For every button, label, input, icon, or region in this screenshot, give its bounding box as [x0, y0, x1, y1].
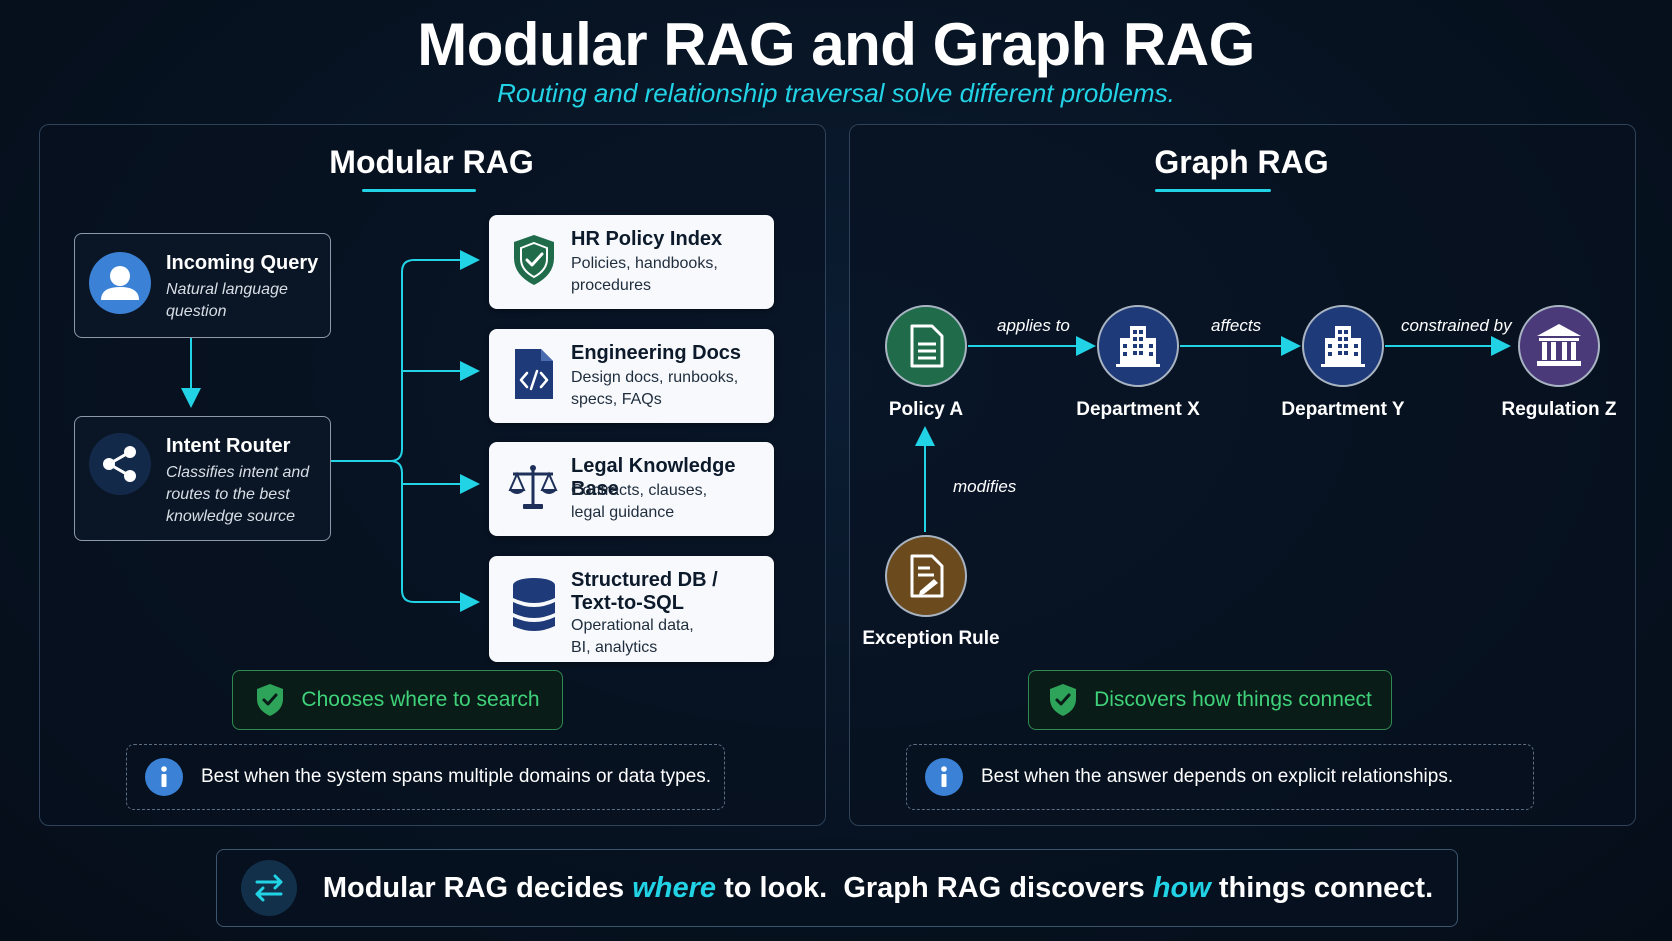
- source-title: HR Policy Index: [571, 228, 723, 250]
- router-desc: Classifies intent and routes to the best…: [166, 464, 310, 525]
- graph-info-text: Best when the answer depends on explicit…: [981, 766, 1454, 787]
- graph-node-regulation-z: [1518, 305, 1600, 387]
- page-title: Modular RAG and Graph RAG: [417, 11, 1255, 78]
- graph-node-policy-a: [885, 305, 967, 387]
- incoming-query-card: Incoming Query Natural language question: [74, 233, 331, 338]
- graph-node-department-x: [1097, 305, 1179, 387]
- database-icon: [513, 578, 555, 631]
- shield-check-icon: [257, 684, 284, 716]
- graph-rag-heading: Graph RAG: [1154, 144, 1329, 180]
- summary-emphasis-where: where: [632, 871, 717, 904]
- summary-part-1: Modular RAG decides: [322, 871, 625, 904]
- source-title: Legal Knowledge Base: [571, 455, 736, 500]
- document-icon: [910, 324, 944, 368]
- source-card-database: Structured DB / Text-to-SQL Operational …: [489, 556, 774, 662]
- source-desc: Operational data, BI, analytics: [571, 617, 694, 656]
- source-card-engineering: Engineering Docs Design docs, runbooks, …: [489, 329, 774, 423]
- info-icon: [145, 758, 183, 796]
- swap-arrows-icon: [240, 860, 297, 916]
- graph-badge-text: Discovers how things connect: [1094, 688, 1372, 711]
- query-desc: Natural language question: [166, 281, 288, 320]
- node-label-policy-a: Policy A: [888, 399, 964, 420]
- summary-bar: Modular RAG decides where to look. Graph…: [216, 849, 1458, 927]
- code-document-icon: [515, 349, 553, 399]
- modular-info-box: Best when the system spans multiple doma…: [126, 744, 725, 810]
- edge-label-constrained-by: constrained by: [1401, 316, 1512, 335]
- source-title: Engineering Docs: [571, 342, 742, 364]
- summary-part-2: to look. Graph RAG discovers: [724, 871, 1145, 904]
- institution-icon: [1537, 324, 1581, 366]
- document-edit-icon: [910, 554, 944, 598]
- graph-node-department-y: [1302, 305, 1384, 387]
- source-card-legal: Legal Knowledge Base Contracts, clauses,…: [489, 442, 774, 536]
- modular-badge-text: Chooses where to search: [301, 688, 540, 711]
- graph-info-box: Best when the answer depends on explicit…: [906, 744, 1534, 810]
- scales-icon: [508, 465, 558, 509]
- source-card-hr: HR Policy Index Policies, handbooks, pro…: [489, 215, 774, 309]
- node-label-department-x: Department X: [1076, 399, 1200, 420]
- modular-info-text: Best when the system spans multiple doma…: [201, 766, 712, 787]
- router-title: Intent Router: [166, 435, 291, 457]
- graph-badge: Discovers how things connect: [1028, 670, 1392, 730]
- summary-emphasis-how: how: [1152, 871, 1211, 904]
- page-subtitle: Routing and relationship traversal solve…: [497, 78, 1175, 108]
- info-icon: [925, 758, 963, 796]
- edge-label-applies-to: applies to: [997, 316, 1070, 335]
- edge-label-affects: affects: [1211, 316, 1262, 335]
- summary-text: Modular RAG decides where to look. Graph…: [323, 872, 1433, 905]
- user-icon: [89, 252, 151, 314]
- modular-heading-underline: [362, 189, 476, 192]
- shield-check-icon: [1050, 684, 1077, 716]
- router-branch-bottom: [389, 460, 480, 612]
- node-label-regulation-z: Regulation Z: [1501, 399, 1617, 420]
- node-label-exception-rule: Exception Rule: [862, 628, 1000, 649]
- edge-label-modifies: modifies: [953, 477, 1017, 496]
- graph-heading-underline: [1155, 189, 1271, 192]
- query-title: Incoming Query: [166, 252, 319, 274]
- source-desc: Contracts, clauses, legal guidance: [571, 482, 708, 521]
- shield-check-icon: [514, 235, 554, 285]
- modular-badge: Chooses where to search: [232, 670, 563, 730]
- router-trunk: [330, 250, 480, 462]
- graph-node-exception-rule: [885, 535, 967, 617]
- summary-part-3: things connect.: [1218, 871, 1434, 904]
- source-title: Structured DB / Text-to-SQL: [571, 569, 718, 614]
- node-label-department-y: Department Y: [1281, 399, 1405, 420]
- source-desc: Policies, handbooks, procedures: [571, 255, 718, 294]
- modular-rag-heading: Modular RAG: [329, 144, 534, 180]
- intent-router-card: Intent Router Classifies intent and rout…: [74, 416, 331, 541]
- share-nodes-icon: [89, 433, 151, 495]
- source-desc: Design docs, runbooks, specs, FAQs: [571, 369, 739, 408]
